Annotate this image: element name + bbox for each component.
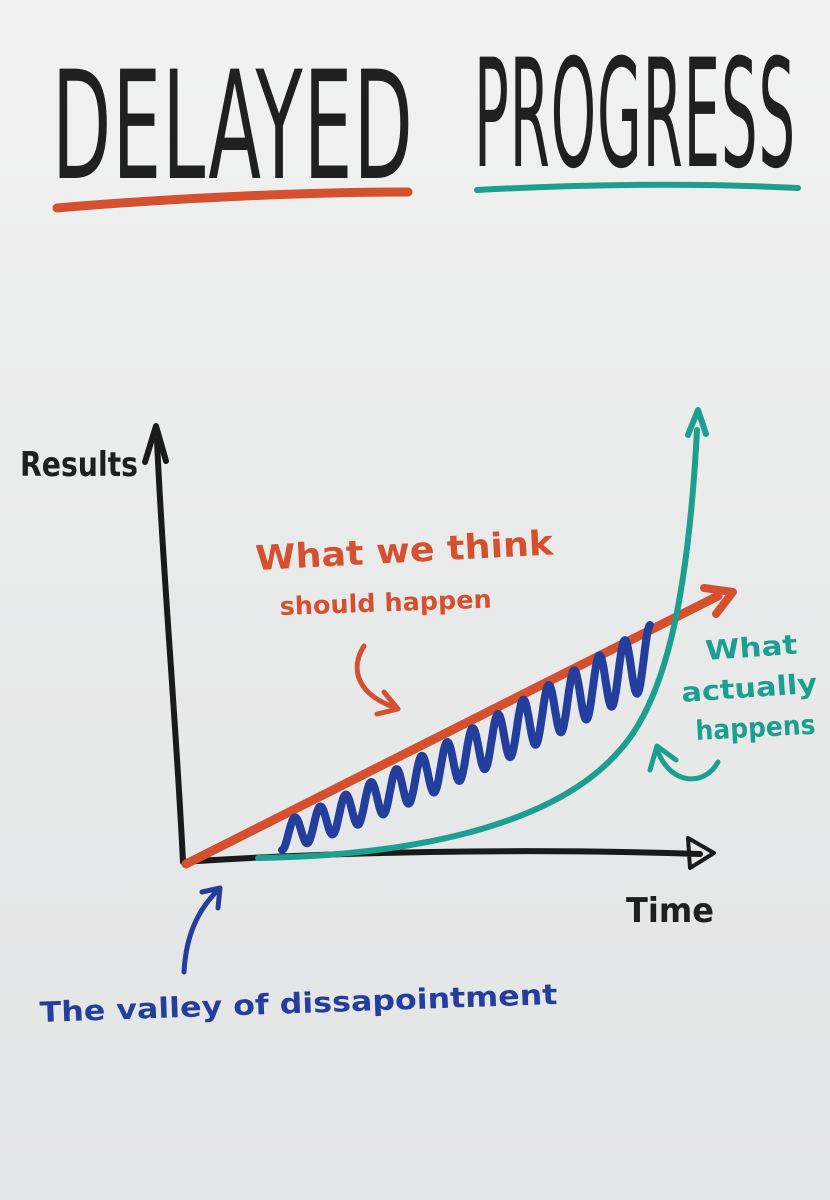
valley-annotation-arrowhead [199, 885, 223, 911]
valley-annotation-arrow [181, 887, 221, 975]
y-axis-label: Results [20, 445, 138, 485]
y-axis-line [154, 437, 186, 865]
valley-annotation-label: The valley of dissapointment [39, 978, 558, 1029]
expected-annotation-arrow [354, 643, 399, 711]
expected-annotation-line2: should happen [279, 585, 492, 621]
title-word-delayed: DELAYED [52, 40, 414, 214]
actual-annotation: What actually happens [647, 630, 819, 782]
valley-annotation: The valley of dissapointment [39, 885, 558, 1029]
actual-annotation-arrow [655, 749, 721, 782]
y-axis-arrowhead [142, 423, 169, 465]
expected-annotation: What we think should happen [254, 523, 556, 717]
actual-progress-arrowhead [685, 407, 709, 438]
valley-squiggle [278, 621, 654, 854]
actual-progress-curve [255, 427, 700, 861]
expected-progress-arrowhead [700, 584, 737, 618]
title-underline-orange [52, 187, 413, 213]
x-axis-arrowhead [686, 836, 716, 870]
axes: Results Time [20, 423, 716, 931]
title: DELAYED PROGRESS [52, 28, 801, 214]
actual-annotation-line3: happens [695, 710, 816, 747]
x-axis-label: Time [626, 891, 714, 931]
actual-annotation-line1: What [704, 630, 798, 667]
actual-annotation-arrowhead [647, 743, 679, 773]
expected-annotation-line1: What we think [254, 523, 555, 579]
title-word-progress: PROGRESS [474, 28, 796, 202]
x-axis-line [180, 848, 703, 865]
actual-progress-series [255, 407, 709, 861]
actual-annotation-line2: actually [680, 669, 818, 709]
title-underline-teal [474, 181, 801, 193]
expected-annotation-arrowhead [374, 689, 401, 717]
